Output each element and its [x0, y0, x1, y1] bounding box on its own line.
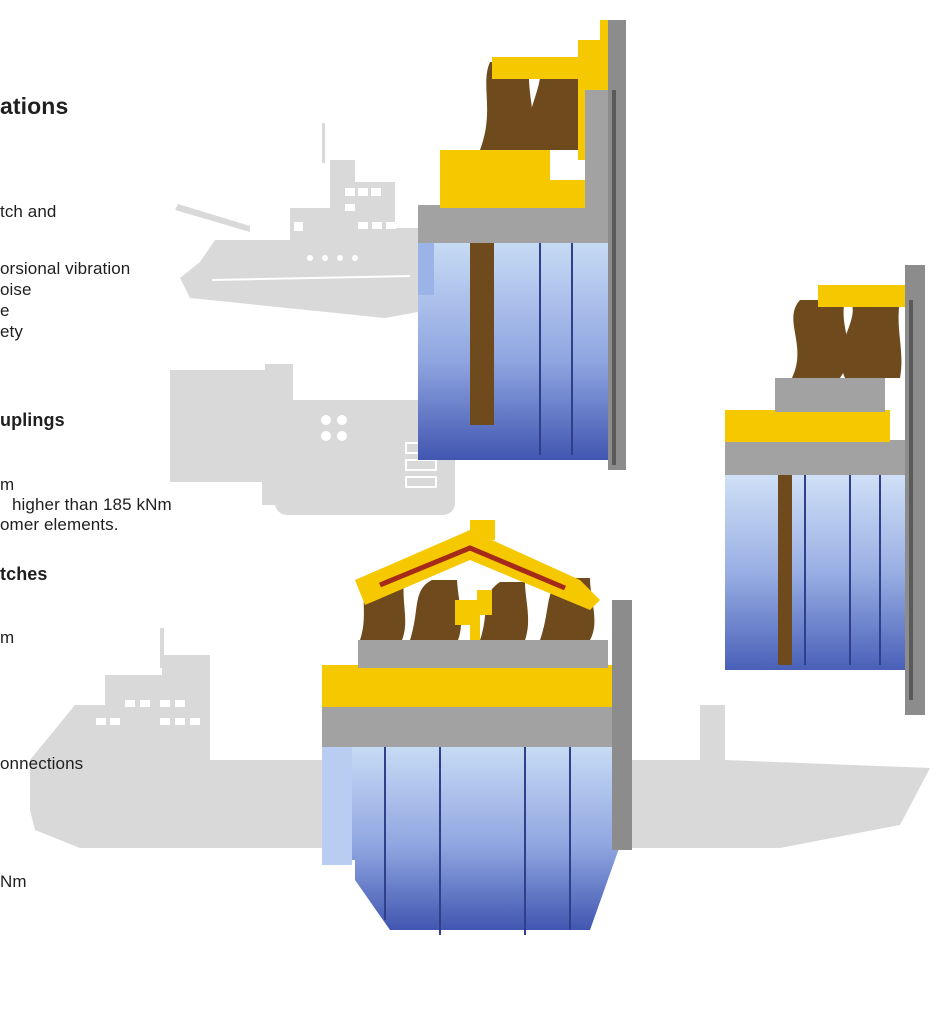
ship-silhouette-icon [175, 123, 445, 318]
section2-heading: uplings [0, 410, 65, 430]
section1-line-1: tch and [0, 202, 57, 221]
section1-line-4: e [0, 301, 10, 320]
clutch-cross-section [725, 265, 925, 715]
engine-silhouette-icon [170, 364, 455, 515]
section2-line-2: higher than 185 kNm [12, 495, 172, 514]
section3-line-3: Nm [0, 872, 27, 891]
coupling-cross-section [418, 20, 626, 470]
large-coupling-cross-section [322, 520, 632, 935]
section1-line-5: ety [0, 322, 23, 341]
section3-line-2: onnections [0, 754, 84, 773]
section1-line-2: orsional vibration [0, 259, 131, 278]
cargo-ship-silhouette-icon [30, 628, 930, 848]
section3-line-1: m [0, 628, 15, 647]
section2-line-3: omer elements. [0, 515, 119, 534]
section1-line-3: oise [0, 280, 32, 299]
section2-line-1: m [0, 475, 15, 494]
section3-heading: tches [0, 564, 48, 584]
page-title: ations [0, 93, 69, 119]
